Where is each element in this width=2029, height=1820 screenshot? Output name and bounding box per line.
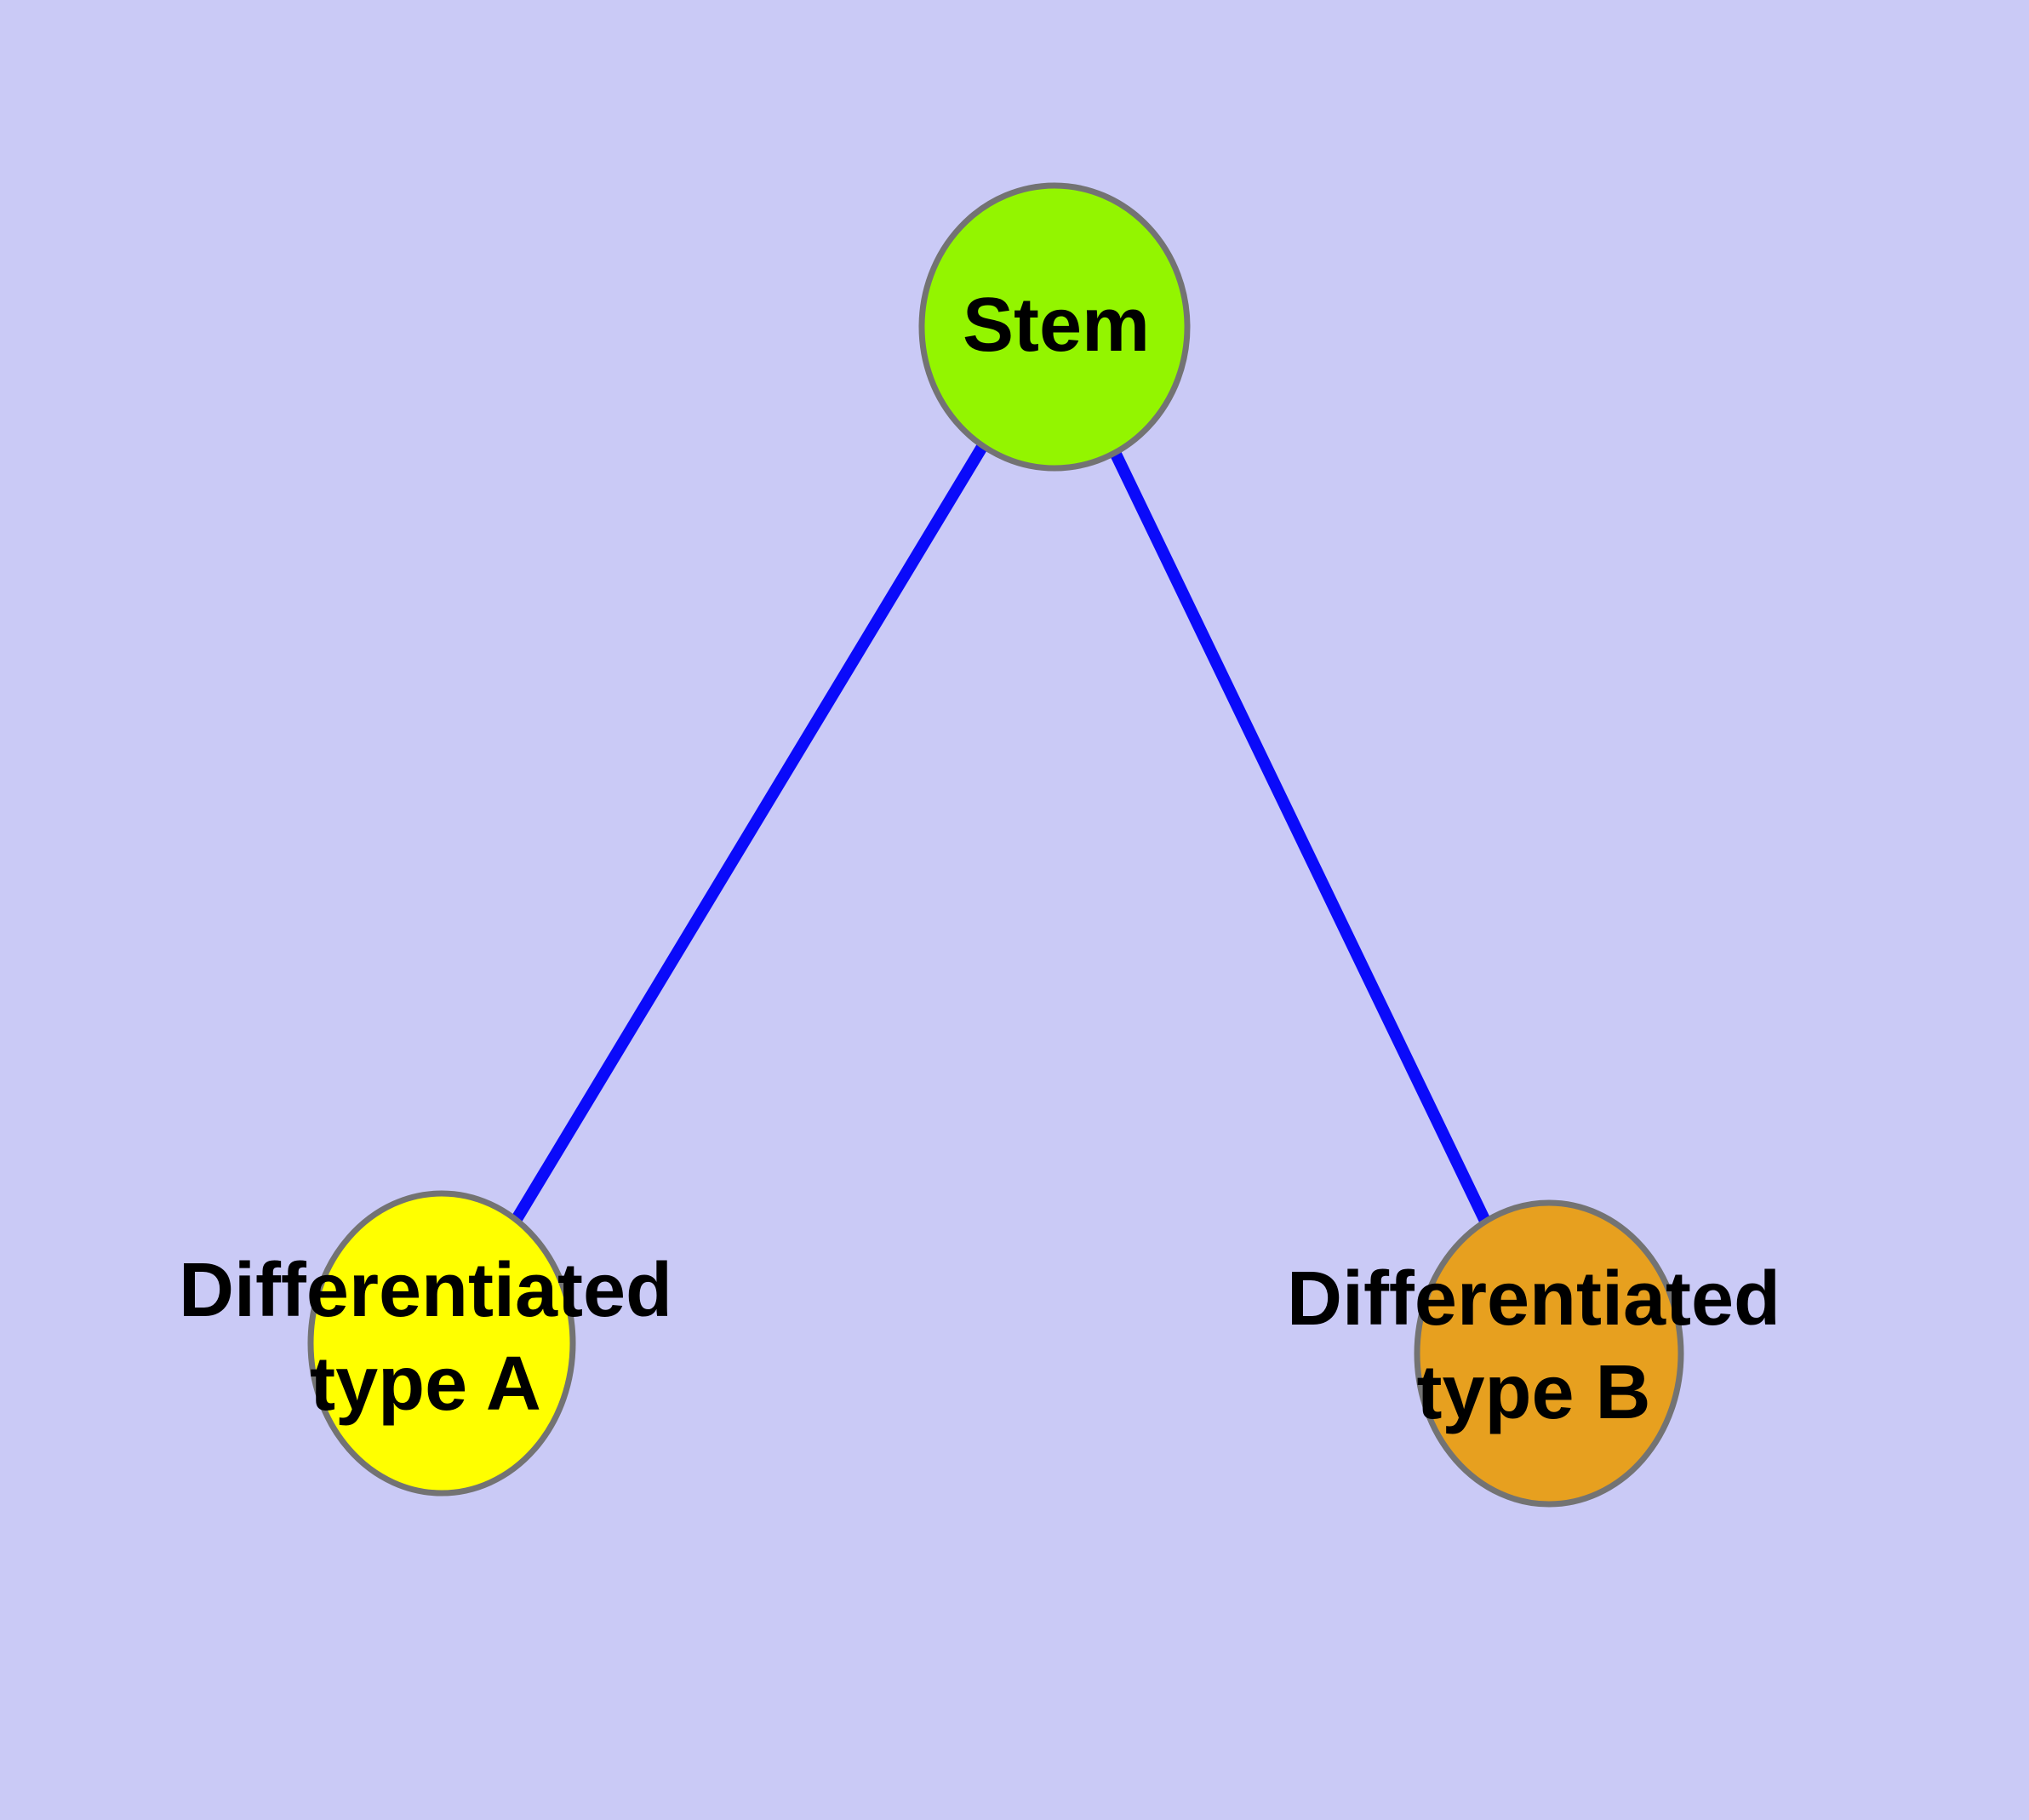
node-type-a-label-line1: Differentiated [179, 1248, 672, 1333]
node-stem [918, 182, 1191, 472]
node-type-a-label-line2: type A [310, 1342, 541, 1427]
edge-stem-to-type-b [1049, 323, 1555, 1357]
node-differentiated-type-b [1414, 1199, 1684, 1508]
node-differentiated-type-a [307, 1190, 576, 1497]
edge-stem-to-type-a [437, 323, 1060, 1347]
node-stem-label: Stem [963, 283, 1150, 368]
node-type-b-label-line2: type B [1416, 1350, 1650, 1435]
node-type-b-label-line1: Differentiated [1287, 1256, 1780, 1342]
